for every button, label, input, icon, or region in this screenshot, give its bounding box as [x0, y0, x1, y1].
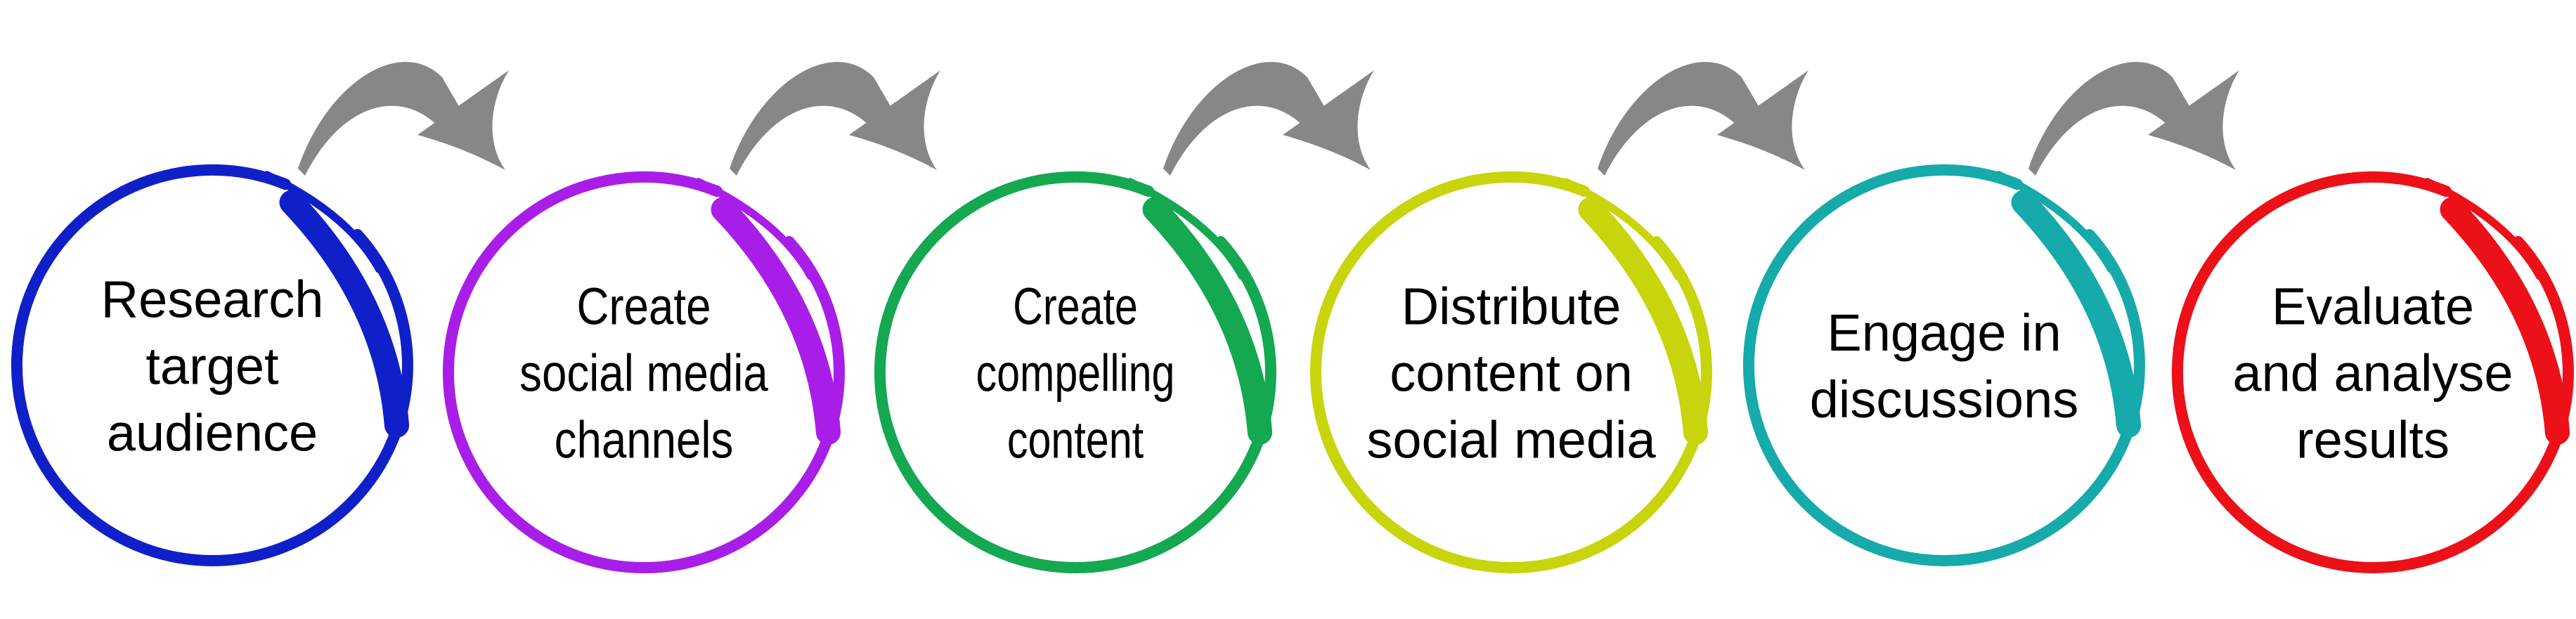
curved-arrow-icon [1163, 62, 1374, 176]
step-4: Distribute content on social media [1309, 171, 1712, 573]
step-ring-overlap [263, 171, 383, 273]
step-label-line: Engage in [1827, 304, 2061, 362]
curved-arrow-icon [298, 62, 509, 176]
steps: Research target audience Create social media… [11, 164, 2574, 573]
step-ring-overlap [2423, 178, 2544, 280]
arrow-head [2148, 70, 2239, 170]
step-label-line: channels [555, 411, 734, 469]
step-6: Evaluate and analyse results [2171, 171, 2574, 573]
arrow-head [849, 70, 940, 170]
step-5: Engage in discussions [1742, 164, 2145, 566]
step-label-line: content on [1390, 344, 1633, 403]
arrow-body [2028, 62, 2197, 176]
step-ring-tail [711, 197, 841, 445]
curved-arrow-icon [730, 62, 940, 176]
step-ring-overlap [1995, 171, 2115, 273]
arrow-body [298, 62, 467, 176]
step-2: Create social media channels [442, 171, 845, 573]
step-label-line: content [1007, 411, 1144, 469]
step-ring-tail [2440, 197, 2570, 445]
step-ring-tail [1578, 197, 1709, 445]
step-label-line: Create [1013, 278, 1138, 336]
arrow-head [1283, 70, 1374, 170]
step-ring-overlap [694, 178, 815, 280]
arrow-body [730, 62, 898, 176]
arrow-head [1717, 70, 1808, 170]
step-ring-overlap [1126, 178, 1246, 280]
step-ring-overlap [1562, 178, 1682, 280]
arrow-body [1163, 62, 1332, 176]
step-label-line: Research [101, 271, 324, 329]
step-ring-tail [1142, 197, 1273, 445]
connectors [298, 62, 2239, 176]
step-3: Create compelling content [874, 171, 1276, 573]
step-1: Research target audience [11, 164, 413, 566]
step-label-line: Distribute [1402, 278, 1622, 336]
step-label-line: Create [576, 278, 711, 336]
arrow-head [418, 70, 509, 170]
step-label-line: Evaluate [2272, 278, 2474, 336]
step-label-line: compelling [976, 344, 1175, 403]
curved-arrow-icon [2028, 62, 2239, 176]
step-label-line: audience [107, 404, 318, 462]
step-ring-tail [2011, 190, 2142, 438]
step-ring-tail [279, 190, 410, 438]
step-label-line: social media [1366, 411, 1656, 469]
step-label-line: social media [519, 344, 768, 403]
step-label-line: target [145, 337, 279, 396]
arrow-body [1598, 62, 1766, 176]
curved-arrow-icon [1598, 62, 1808, 176]
step-label-line: discussions [1810, 370, 2079, 429]
step-label-line: results [2296, 411, 2449, 469]
step-label-line: and analyse [2232, 344, 2513, 403]
